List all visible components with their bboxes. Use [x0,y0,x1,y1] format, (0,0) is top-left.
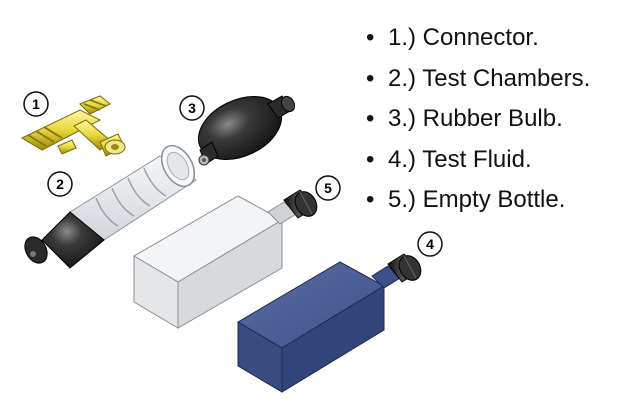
callout-1-label: 1 [32,96,40,112]
empty-bottle-part [133,189,318,329]
legend-item-label: 3.) Rubber Bulb. [388,105,563,132]
legend-bullet: • [366,145,375,173]
legend-item-test-chambers: • 2.) Test Chambers. [366,59,590,100]
test-chambers-part [24,144,197,269]
legend-bullet: • [366,186,375,213]
legend-item-connector: • 1.) Connector. [366,18,590,59]
rubber-bulb-part [197,95,296,166]
callout-2-label: 2 [56,176,64,192]
callout-2: 2 [47,171,73,197]
legend-item-empty-bottle: • 5.) Empty Bottle. [366,180,590,221]
legend-item-label: 1.) Connector. [388,24,539,51]
legend-item-rubber-bulb: • 3.) Rubber Bulb. [366,99,590,140]
callout-4-label: 4 [426,236,434,252]
callout-4: 4 [417,231,443,257]
legend-item-test-fluid: • 4.) Test Fluid. [366,140,590,181]
callout-5: 5 [315,175,341,201]
test-fluid-part [237,253,422,393]
callout-5-label: 5 [324,180,332,196]
connector-part [20,95,126,157]
legend-bullet: • [366,105,375,132]
legend-item-label: 5.) Empty Bottle. [388,186,566,213]
legend-item-label: 2.) Test Chambers. [388,64,591,92]
legend-bullet: • [366,64,375,92]
parts-legend: • 1.) Connector. • 2.) Test Chambers. • 3.)… [366,18,590,221]
legend-bullet: • [366,24,375,51]
legend-item-label: 4.) Test Fluid. [388,145,532,173]
callout-3-label: 3 [188,100,196,116]
callout-3: 3 [179,95,205,121]
callout-1: 1 [23,91,49,117]
